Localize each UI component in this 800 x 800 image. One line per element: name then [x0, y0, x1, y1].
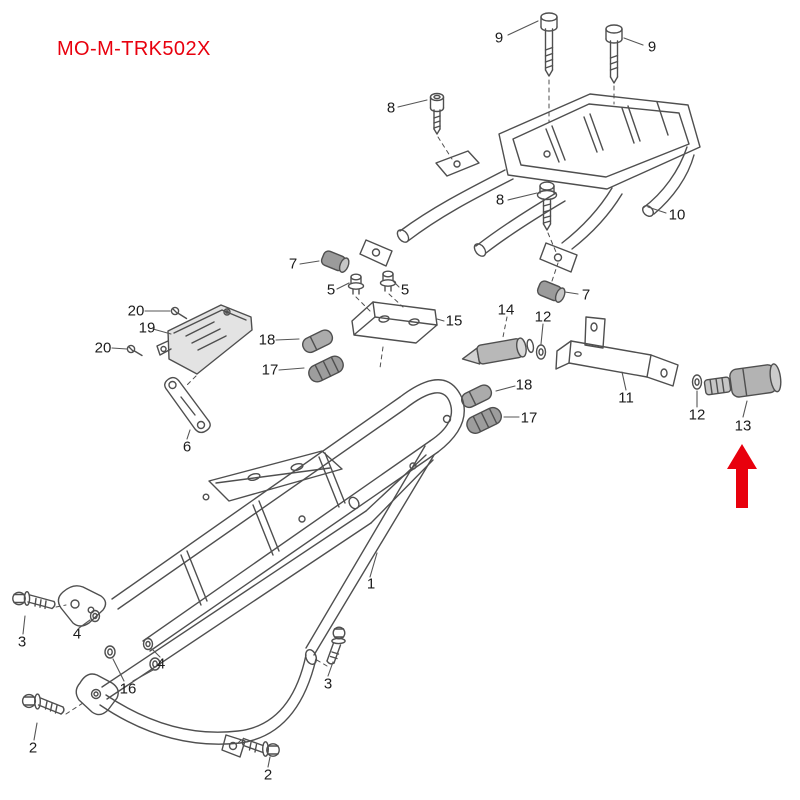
strap-6	[164, 376, 211, 434]
bolt-3-right	[326, 626, 346, 665]
bolt-5-right	[379, 270, 397, 292]
washer-4-right	[142, 637, 154, 651]
bushing-16-right	[149, 657, 161, 671]
highlight-arrow	[727, 444, 757, 508]
bolt-8-top	[429, 92, 445, 135]
washer-12-right	[691, 374, 703, 390]
end-cap-7-left	[320, 250, 350, 273]
assembly-dashed-lines	[55, 79, 615, 746]
grip-end-13	[703, 363, 782, 398]
bolt-3-left	[12, 591, 56, 610]
bracket-11	[555, 316, 679, 387]
main-frame	[57, 379, 465, 758]
damper-18-right	[460, 384, 493, 409]
washer-4-left	[89, 609, 101, 623]
bracket-19	[156, 304, 253, 375]
bolt-9-left	[540, 12, 558, 77]
bolt-2-right	[241, 737, 280, 757]
diagram-title: MO-M-TRK502X	[57, 38, 211, 60]
screw-20-bottom	[126, 344, 143, 357]
damper-18-left	[301, 329, 334, 354]
screw-20-top	[170, 306, 188, 320]
damper-17-right	[466, 406, 503, 434]
end-cap-7-right	[536, 280, 566, 303]
luggage-rack	[359, 93, 701, 273]
sleeve-14	[461, 337, 535, 365]
leader-lines	[22, 20, 748, 768]
bushing-16-left	[104, 645, 116, 659]
washer-12-top	[535, 344, 547, 360]
bolt-9-right	[605, 24, 623, 84]
damper-17-left	[308, 355, 344, 383]
bolt-8-mid	[536, 181, 558, 231]
bolt-2-left	[21, 693, 65, 715]
bolt-5-left	[347, 273, 365, 295]
bracket-15	[351, 301, 438, 344]
